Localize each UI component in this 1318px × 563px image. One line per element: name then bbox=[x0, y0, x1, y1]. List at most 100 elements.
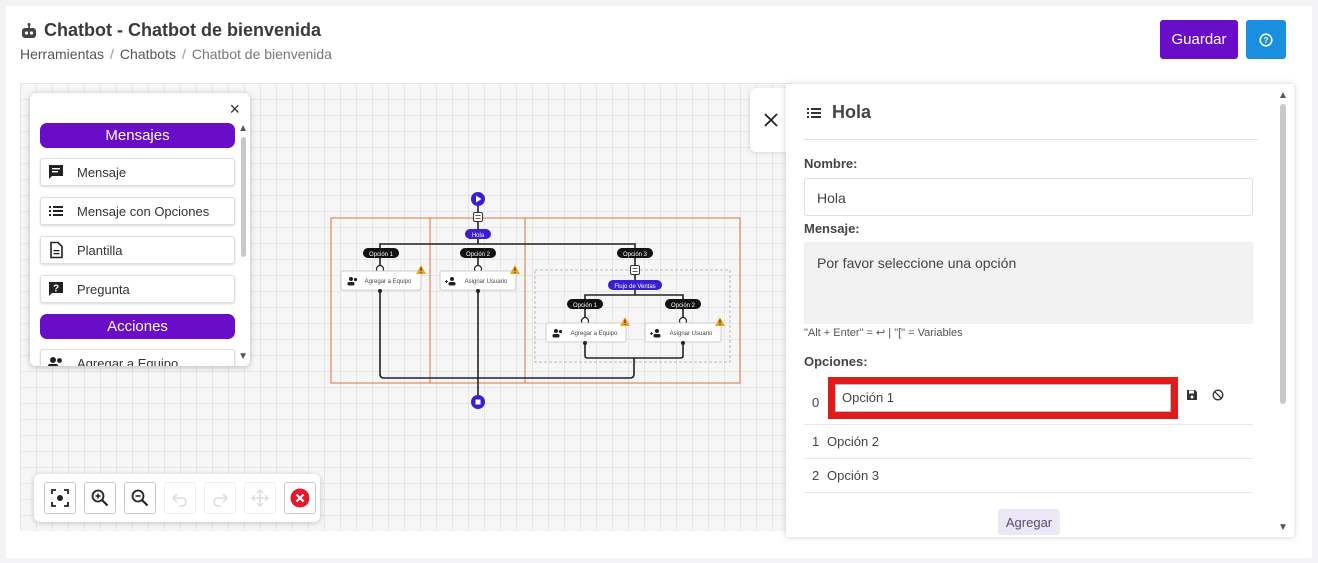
breadcrumb-current: Chatbot de bienvenida bbox=[191, 46, 332, 62]
warning-icon bbox=[715, 317, 725, 326]
flow-port-dot bbox=[378, 289, 382, 293]
palette-item-mensaje[interactable]: Mensaje bbox=[40, 158, 235, 186]
zoom-out-icon bbox=[131, 489, 149, 507]
robot-icon bbox=[22, 22, 36, 38]
flow-subflow-node[interactable] bbox=[608, 280, 662, 290]
flow-connectors bbox=[379, 206, 684, 397]
stop-icon bbox=[475, 399, 481, 405]
play-icon bbox=[476, 195, 482, 203]
breadcrumb-herramientas[interactable]: Herramientas bbox=[20, 46, 105, 62]
node-palette: × ▲ ▼ Mensajes Mensaje Mensaje con Opcio… bbox=[30, 93, 250, 366]
breadcrumb-separator: / bbox=[181, 46, 186, 62]
panel-close-button[interactable] bbox=[750, 88, 792, 152]
flow-node-hola-label: Hola bbox=[472, 233, 485, 239]
flow-subflow-label: Flujo de Ventas bbox=[614, 284, 655, 290]
redo-button[interactable] bbox=[204, 482, 236, 514]
cancel-icon[interactable] bbox=[1212, 389, 1224, 401]
message-icon bbox=[49, 165, 63, 179]
flow-sub-option-1[interactable] bbox=[567, 299, 603, 309]
close-icon bbox=[764, 113, 778, 127]
flow-option-1[interactable] bbox=[363, 248, 399, 258]
help-button[interactable]: ? bbox=[1246, 20, 1286, 59]
palette-group-acciones: Acciones bbox=[40, 314, 235, 339]
option-row-2[interactable]: 2 Opción 3 bbox=[804, 459, 1253, 493]
panel-scroll-down-icon[interactable]: ▼ bbox=[1278, 522, 1288, 533]
warning-icon bbox=[510, 265, 520, 274]
palette-item-label: Agregar a Equipo bbox=[77, 355, 179, 367]
palette-close-icon[interactable]: × bbox=[229, 99, 240, 119]
palette-scrollbar[interactable] bbox=[241, 137, 246, 257]
message-textarea[interactable]: Por favor seleccione una opción bbox=[804, 242, 1253, 324]
option-index: 2 bbox=[812, 468, 820, 483]
palette-item-pregunta[interactable]: ? Pregunta bbox=[40, 275, 235, 303]
palette-scroll-down-icon[interactable]: ▼ bbox=[238, 351, 248, 362]
flow-subflow-icon[interactable] bbox=[630, 265, 640, 275]
message-label: Mensaje: bbox=[804, 221, 860, 236]
pan-button[interactable] bbox=[244, 482, 276, 514]
flow-option-2[interactable] bbox=[460, 248, 496, 258]
list-icon bbox=[49, 206, 63, 216]
panel-scrollbar[interactable] bbox=[1280, 104, 1286, 404]
flow-action-node-1-label: Agregar a Equipo bbox=[365, 279, 412, 285]
save-button[interactable]: Guardar bbox=[1160, 20, 1238, 59]
option-edit-actions bbox=[1186, 389, 1224, 401]
fit-view-button[interactable] bbox=[44, 482, 76, 514]
flow-node-hola[interactable] bbox=[465, 229, 491, 239]
flow-group-box bbox=[330, 217, 741, 384]
move-icon bbox=[250, 488, 270, 508]
name-input[interactable]: Hola bbox=[804, 178, 1253, 216]
flow-port-dot bbox=[583, 341, 587, 345]
flow-option-3-label: Opción 3 bbox=[623, 252, 648, 258]
focus-icon bbox=[51, 489, 69, 507]
flow-sub-option-1-label: Opción 1 bbox=[573, 303, 598, 309]
svg-text:?: ? bbox=[53, 284, 59, 295]
svg-text:?: ? bbox=[1264, 36, 1269, 45]
option-label: Opción 3 bbox=[827, 468, 880, 483]
flow-option-3[interactable] bbox=[617, 248, 653, 258]
page-title: Chatbot - Chatbot de bienvenida bbox=[20, 20, 321, 41]
palette-list: Mensajes Mensaje Mensaje con Opciones Pl… bbox=[40, 123, 235, 366]
palette-item-plantilla[interactable]: Plantilla bbox=[40, 236, 235, 264]
panel-divider bbox=[804, 139, 1258, 140]
options-label: Opciones: bbox=[804, 354, 868, 369]
option-edit-input[interactable]: Opción 1 bbox=[835, 384, 1171, 412]
breadcrumb-separator: / bbox=[110, 46, 114, 62]
group-add-icon bbox=[347, 277, 358, 286]
zoom-in-button[interactable] bbox=[84, 482, 116, 514]
flow-sub-option-2[interactable] bbox=[665, 299, 701, 309]
option-edit-highlight: Opción 1 bbox=[828, 377, 1178, 419]
canvas-toolbar bbox=[34, 474, 320, 522]
palette-item-label: Plantilla bbox=[77, 242, 123, 258]
palette-scroll-up-icon[interactable]: ▲ bbox=[238, 123, 248, 134]
zoom-out-button[interactable] bbox=[124, 482, 156, 514]
flow-sub-action-node-2-label: Asignar Usuario bbox=[670, 331, 713, 337]
breadcrumb-chatbots[interactable]: Chatbots bbox=[119, 46, 176, 62]
panel-title-text: Hola bbox=[832, 102, 872, 122]
help-icon: ? bbox=[1259, 32, 1273, 47]
person-add-icon bbox=[650, 329, 661, 338]
close-circle-icon bbox=[290, 488, 310, 508]
option-index: 1 bbox=[812, 434, 820, 449]
flow-message-node-icon[interactable] bbox=[473, 212, 483, 222]
palette-item-label: Mensaje con Opciones bbox=[77, 203, 210, 219]
option-row-1[interactable]: 1 Opción 2 bbox=[804, 425, 1253, 459]
page-title-text: Chatbot - Chatbot de bienvenida bbox=[44, 20, 321, 40]
clear-canvas-button[interactable] bbox=[284, 482, 316, 514]
add-option-button[interactable]: Agregar bbox=[998, 509, 1060, 535]
palette-group-mensajes: Mensajes bbox=[40, 123, 235, 148]
palette-item-mensaje-con-opciones[interactable]: Mensaje con Opciones bbox=[40, 197, 235, 225]
undo-button[interactable] bbox=[164, 482, 196, 514]
name-label: Nombre: bbox=[804, 156, 858, 171]
redo-icon bbox=[213, 493, 229, 507]
question-icon: ? bbox=[49, 282, 63, 296]
flow-option-1-label: Opción 1 bbox=[369, 252, 394, 258]
flow-sub-action-node-1-label: Agregar a Equipo bbox=[571, 331, 618, 337]
palette-item-agregar-a-equipo[interactable]: Agregar a Equipo bbox=[40, 349, 235, 366]
warning-icon bbox=[620, 317, 630, 326]
panel-scroll-up-icon[interactable]: ▲ bbox=[1278, 90, 1288, 101]
flow-sub-option-2-label: Opción 2 bbox=[671, 303, 696, 309]
breadcrumb: Herramientas / Chatbots / Chatbot de bie… bbox=[20, 46, 332, 62]
list-icon bbox=[807, 107, 821, 118]
flow-port-dot bbox=[681, 341, 685, 345]
save-icon[interactable] bbox=[1186, 389, 1198, 401]
